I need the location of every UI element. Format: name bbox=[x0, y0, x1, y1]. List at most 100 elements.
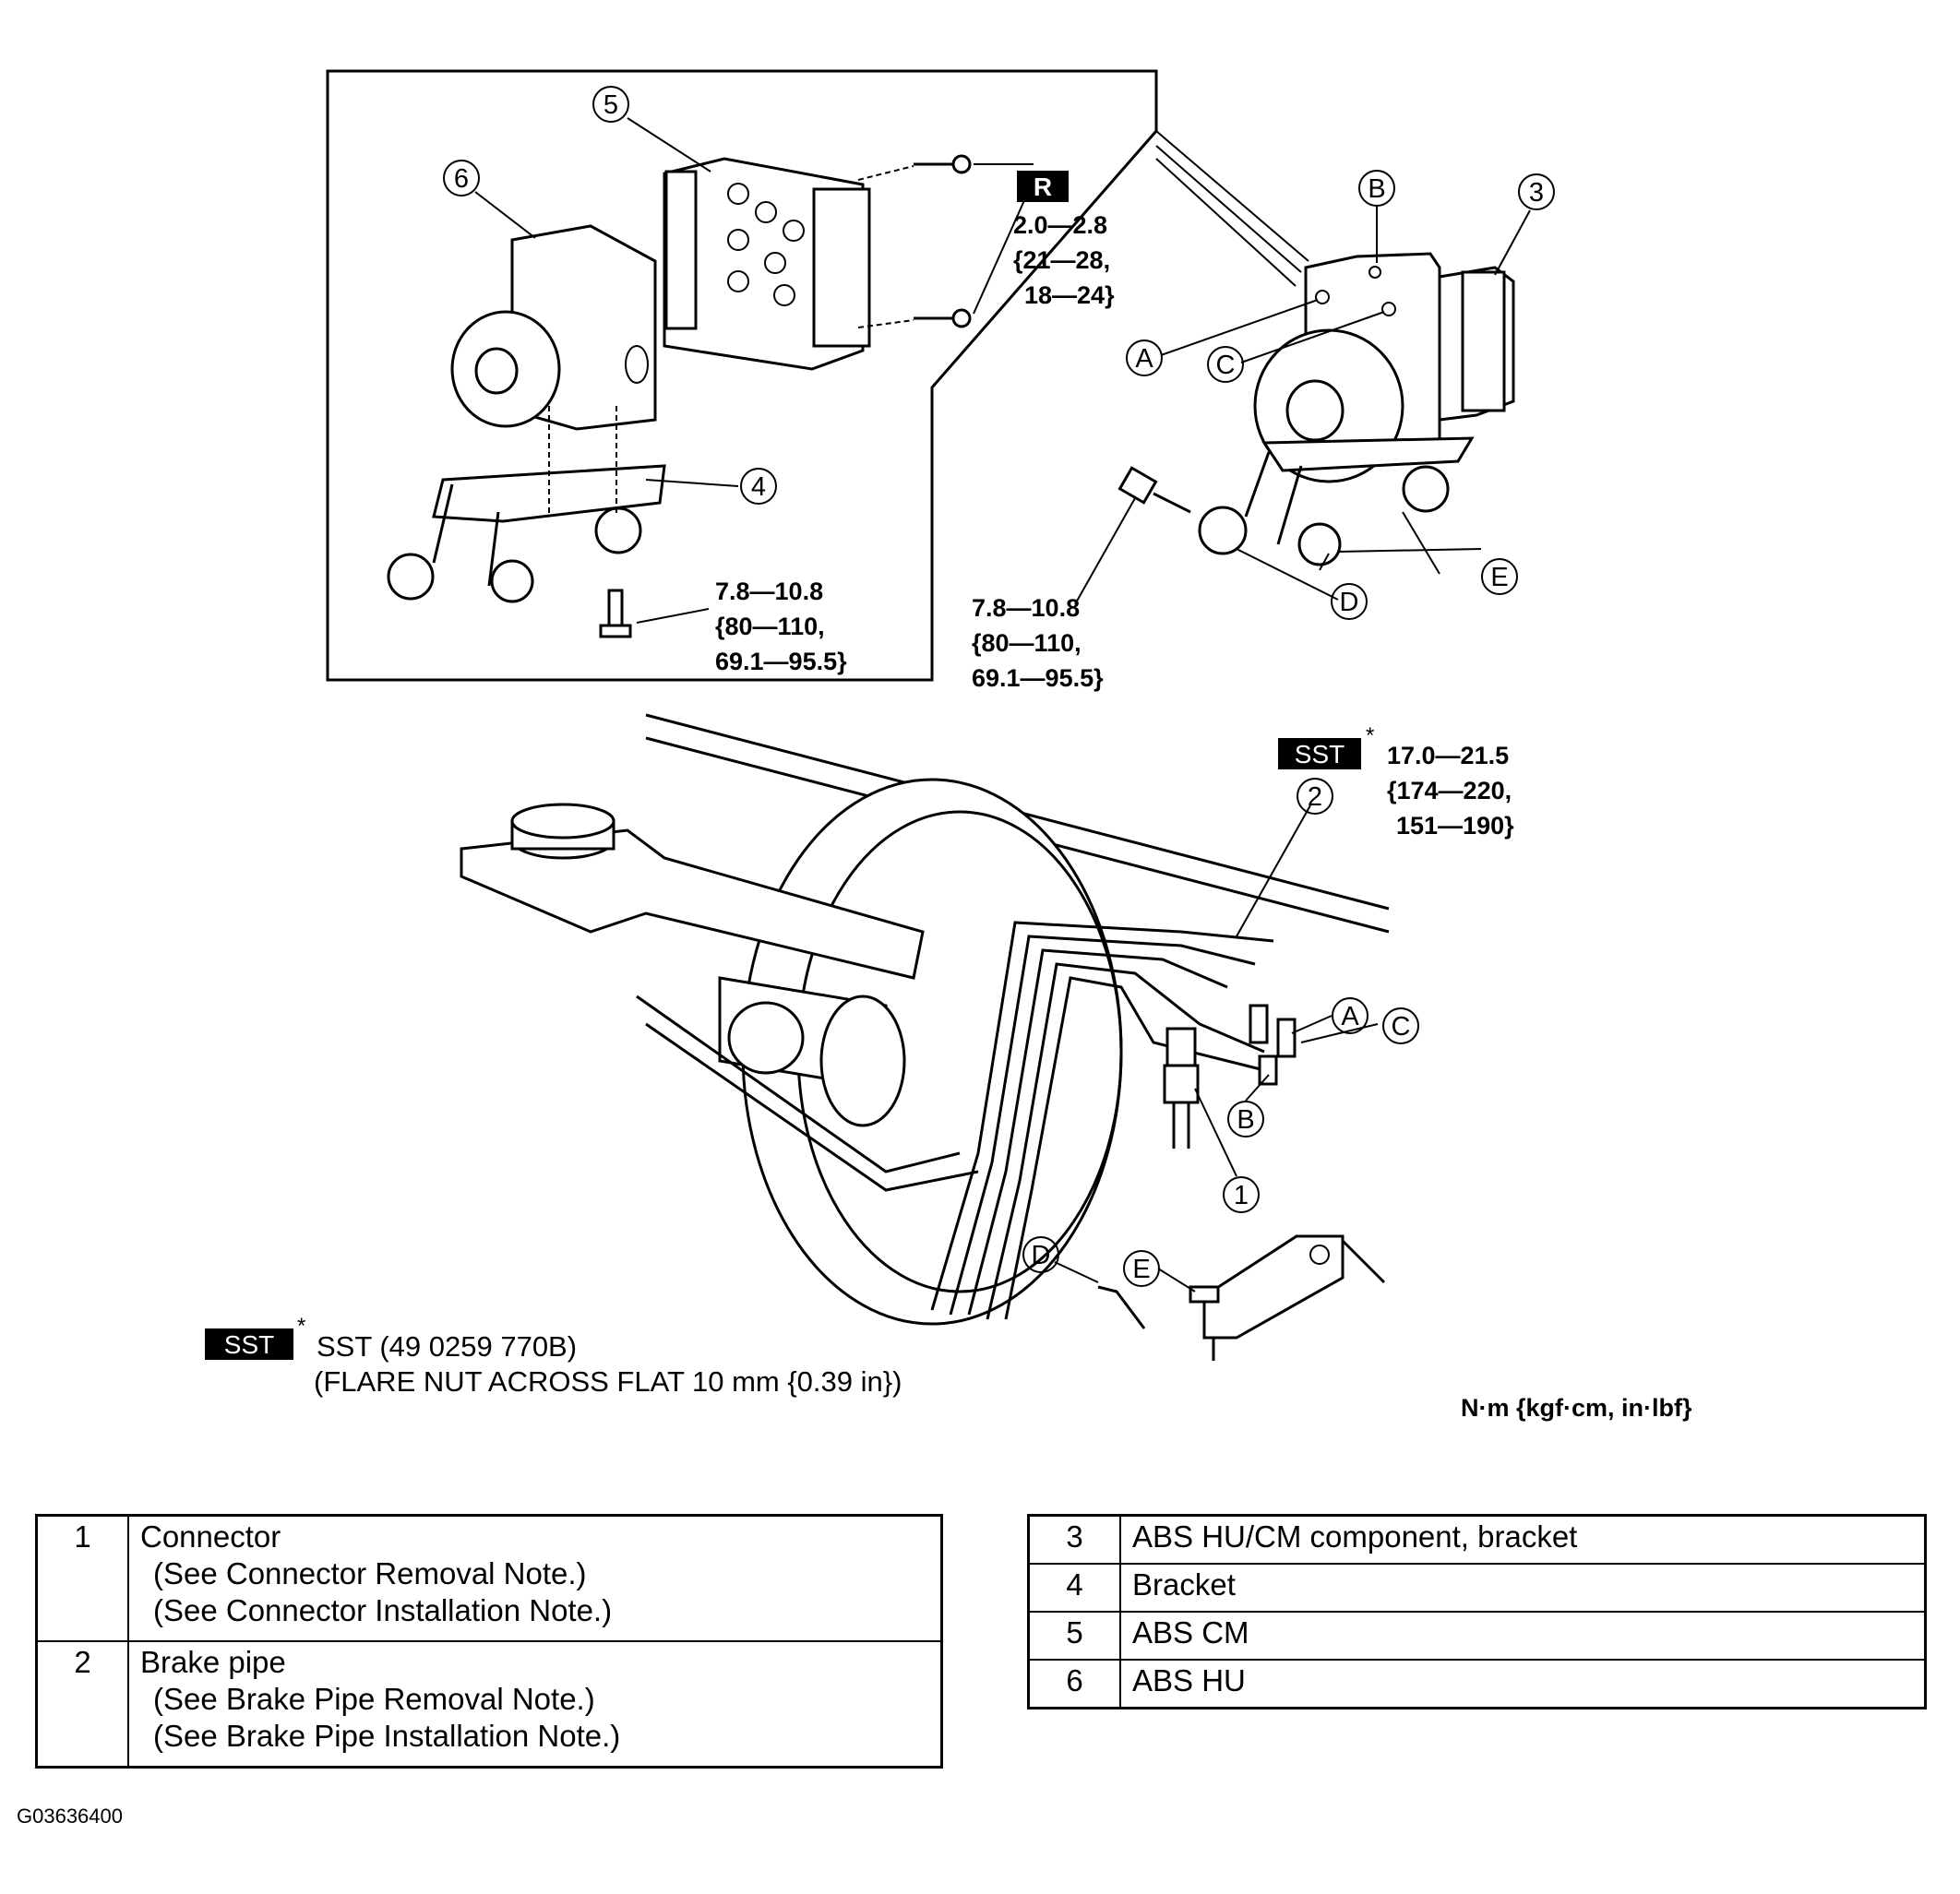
svg-text:SST: SST bbox=[1295, 740, 1345, 768]
svg-text:2.0—2.8: 2.0—2.8 bbox=[1013, 211, 1107, 239]
leader-line bbox=[1160, 299, 1319, 356]
svg-text:D: D bbox=[1340, 588, 1359, 617]
svg-text:2: 2 bbox=[1308, 782, 1322, 812]
leader-line bbox=[645, 479, 739, 487]
brake-pipes bbox=[930, 921, 1297, 1320]
lower-bracket-part bbox=[1097, 1234, 1386, 1361]
master-cylinder-part bbox=[460, 803, 979, 1192]
svg-text:B: B bbox=[1237, 1105, 1254, 1135]
legend-description: ABS CM bbox=[1119, 1611, 1927, 1661]
svg-text:6: 6 bbox=[454, 164, 469, 194]
callout-6: 6 bbox=[443, 160, 480, 197]
legend-row: 1 Connector (See Connector Removal Note.… bbox=[35, 1514, 943, 1642]
svg-text:B: B bbox=[1368, 174, 1385, 204]
leader-line bbox=[1240, 311, 1385, 363]
svg-text:C: C bbox=[1216, 351, 1236, 380]
legend-note: (See Connector Installation Note.) bbox=[153, 1593, 613, 1627]
leader-line bbox=[1337, 548, 1482, 553]
svg-text:A: A bbox=[1135, 344, 1153, 374]
callout-d-top: D bbox=[1331, 583, 1368, 620]
leader-line bbox=[1236, 548, 1339, 601]
torque-brake-pipe: 17.0—21.5 {174—220, 151—190} bbox=[1387, 742, 1514, 840]
torque-units: N·m {kgf·cm, in·lbf} bbox=[1461, 1394, 1692, 1422]
callout-d-lower: D bbox=[1022, 1236, 1059, 1273]
legend-description: Bracket bbox=[1119, 1563, 1927, 1613]
svg-text:*: * bbox=[1366, 723, 1374, 748]
svg-text:E: E bbox=[1132, 1255, 1150, 1284]
svg-text:151—190}: 151—190} bbox=[1396, 812, 1514, 840]
svg-text:D: D bbox=[1032, 1241, 1051, 1270]
svg-text:SST: SST bbox=[224, 1330, 274, 1359]
inset-pointer-line bbox=[1155, 158, 1297, 287]
svg-text:4: 4 bbox=[751, 472, 766, 502]
leader-line bbox=[1054, 1261, 1099, 1283]
sst-badge-pipe: SST * bbox=[1278, 723, 1374, 769]
legend-table-right: 3 ABS HU/CM component, bracket 4 Bracket… bbox=[1027, 1514, 1927, 1709]
svg-text:69.1—95.5}: 69.1—95.5} bbox=[715, 648, 847, 675]
abs-cm-part bbox=[663, 157, 871, 371]
legend-number: 6 bbox=[1027, 1659, 1121, 1709]
svg-text:7.8—10.8: 7.8—10.8 bbox=[972, 594, 1080, 622]
leader-line bbox=[1074, 497, 1136, 605]
callout-a-lower: A bbox=[1332, 997, 1368, 1034]
svg-text:E: E bbox=[1490, 563, 1508, 592]
legend-number: 1 bbox=[35, 1514, 129, 1642]
svg-text:{174—220,: {174—220, bbox=[1387, 777, 1512, 804]
legend-number: 4 bbox=[1027, 1563, 1121, 1613]
inset-pointer-line bbox=[1155, 130, 1309, 262]
abs-hu-cm-assembled-part bbox=[1117, 252, 1515, 566]
leader-line bbox=[627, 117, 711, 173]
svg-text:18—24}: 18—24} bbox=[1024, 281, 1115, 309]
svg-text:7.8—10.8: 7.8—10.8 bbox=[715, 578, 823, 605]
legend-number: 3 bbox=[1027, 1514, 1121, 1565]
leader-line bbox=[636, 608, 710, 624]
legend-number: 5 bbox=[1027, 1611, 1121, 1661]
leader-line bbox=[973, 179, 1034, 315]
callout-4: 4 bbox=[740, 468, 777, 505]
sst-note: SST * SST (49 0259 770B) (FLARE NUT ACRO… bbox=[205, 1314, 902, 1398]
leader-line bbox=[474, 191, 536, 239]
svg-text:3: 3 bbox=[1529, 178, 1544, 208]
legend-number: 2 bbox=[35, 1640, 129, 1769]
leader-line bbox=[1194, 1088, 1237, 1177]
svg-text:A: A bbox=[1341, 1002, 1359, 1031]
leader-line bbox=[1291, 1015, 1333, 1034]
callout-c-lower: C bbox=[1382, 1007, 1419, 1044]
svg-text:(FLARE NUT ACROSS FLAT 10 mm {: (FLARE NUT ACROSS FLAT 10 mm {0.39 in}) bbox=[314, 1365, 902, 1398]
connector-part bbox=[1163, 1027, 1200, 1149]
leader-line bbox=[1245, 1074, 1270, 1102]
legend-note: (See Brake Pipe Installation Note.) bbox=[153, 1719, 621, 1753]
leader-line bbox=[1157, 1268, 1196, 1292]
callout-e-top: E bbox=[1481, 558, 1518, 595]
svg-text:{80—110,: {80—110, bbox=[972, 629, 1082, 657]
svg-text:SST (49 0259 770B): SST (49 0259 770B) bbox=[317, 1330, 577, 1363]
svg-text:C: C bbox=[1392, 1012, 1411, 1042]
legend-description: Connector (See Connector Removal Note.) … bbox=[127, 1514, 943, 1642]
svg-text:1: 1 bbox=[1234, 1181, 1249, 1210]
leader-line bbox=[1402, 511, 1440, 575]
svg-text:69.1—95.5}: 69.1—95.5} bbox=[972, 664, 1104, 692]
legend-description: ABS HU bbox=[1119, 1659, 1927, 1709]
torque-bracket-inset: 7.8—10.8 {80—110, 69.1—95.5} bbox=[715, 578, 847, 675]
legend-note: (See Connector Removal Note.) bbox=[153, 1556, 587, 1590]
callout-a-top: A bbox=[1126, 339, 1163, 376]
callout-2: 2 bbox=[1297, 778, 1333, 815]
legend-table-left: 1 Connector (See Connector Removal Note.… bbox=[35, 1514, 943, 1769]
inset-bolts bbox=[548, 154, 972, 638]
torque-bracket-assembled: 7.8—10.8 {80—110, 69.1—95.5} bbox=[972, 594, 1104, 692]
legend-row: 6 ABS HU bbox=[1027, 1659, 1927, 1709]
callout-b-top: B bbox=[1358, 170, 1395, 207]
legend-row: 3 ABS HU/CM component, bracket bbox=[1027, 1514, 1927, 1565]
svg-text:R: R bbox=[1034, 173, 1052, 201]
inset-frame bbox=[326, 69, 1158, 682]
svg-text:{80—110,: {80—110, bbox=[715, 613, 825, 640]
svg-text:{21—28,: {21—28, bbox=[1013, 246, 1110, 274]
legend-note: (See Brake Pipe Removal Note.) bbox=[153, 1682, 595, 1716]
figure-id: G03636400 bbox=[17, 1805, 123, 1828]
legend-row: 4 Bracket bbox=[1027, 1563, 1927, 1613]
callout-3: 3 bbox=[1518, 173, 1555, 210]
legend-row: 2 Brake pipe (See Brake Pipe Removal Not… bbox=[35, 1640, 943, 1769]
legend-item-name: Connector bbox=[140, 1519, 281, 1554]
callout-b-lower: B bbox=[1227, 1101, 1264, 1138]
